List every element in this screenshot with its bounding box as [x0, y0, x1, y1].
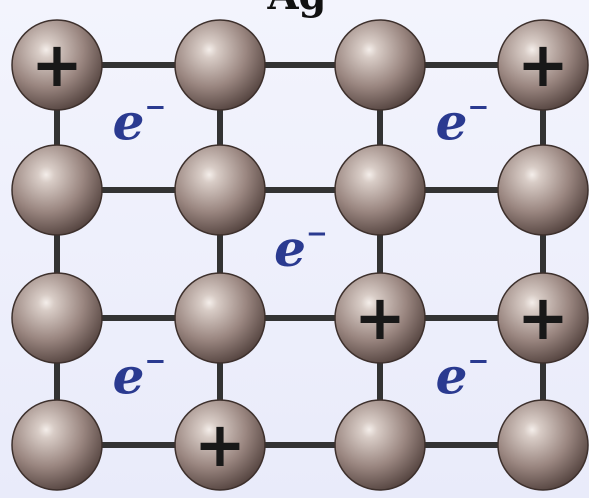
atom-sphere	[334, 399, 426, 491]
atom-sphere	[497, 399, 589, 491]
electron-charge-superscript: −	[468, 347, 490, 377]
atom-sphere	[11, 399, 103, 491]
silver-ion: +	[174, 399, 266, 491]
silver-atom	[334, 19, 426, 111]
silver-atom	[497, 399, 589, 491]
atom-sphere	[11, 19, 103, 111]
positive-charge-label: +	[194, 408, 246, 481]
lattice-bonds	[54, 62, 546, 448]
silver-atom	[334, 144, 426, 236]
atom-sphere	[334, 272, 426, 364]
silver-ion: +	[497, 272, 589, 364]
atom-sphere	[497, 19, 589, 111]
atom-sphere	[174, 399, 266, 491]
silver-atom	[497, 144, 589, 236]
atom-sphere	[174, 144, 266, 236]
silver-atom	[11, 272, 103, 364]
element-symbol-title: Ag	[252, 0, 342, 16]
electron-label: e	[274, 219, 306, 278]
atom-sphere	[497, 272, 589, 364]
electron-charge-superscript: −	[145, 347, 167, 377]
silver-atom	[174, 272, 266, 364]
atom-sphere	[334, 19, 426, 111]
silver-ion: +	[11, 19, 103, 111]
silver-atom	[11, 144, 103, 236]
silver-atom	[174, 19, 266, 111]
lattice-atoms: + + + + +	[11, 19, 589, 491]
electron-label: e	[113, 347, 145, 406]
electron-charge-superscript: −	[145, 93, 167, 123]
electron-label: e	[436, 347, 468, 406]
electron-charge-superscript: −	[468, 93, 490, 123]
atom-sphere	[174, 272, 266, 364]
delocalized-electrons: e−e−e−e−e−	[113, 93, 490, 406]
electron-charge-superscript: −	[306, 219, 328, 249]
atom-sphere	[497, 144, 589, 236]
electron-label: e	[113, 93, 145, 152]
silver-atom	[174, 144, 266, 236]
silver-ion: +	[334, 272, 426, 364]
positive-charge-label: +	[354, 281, 406, 354]
positive-charge-label: +	[31, 28, 83, 101]
electron-label: e	[436, 93, 468, 152]
silver-atom	[11, 399, 103, 491]
atom-sphere	[334, 144, 426, 236]
atom-sphere	[11, 144, 103, 236]
atom-sphere	[174, 19, 266, 111]
silver-atom	[334, 399, 426, 491]
atom-sphere	[11, 272, 103, 364]
positive-charge-label: +	[517, 281, 569, 354]
positive-charge-label: +	[517, 28, 569, 101]
silver-ion: +	[497, 19, 589, 111]
